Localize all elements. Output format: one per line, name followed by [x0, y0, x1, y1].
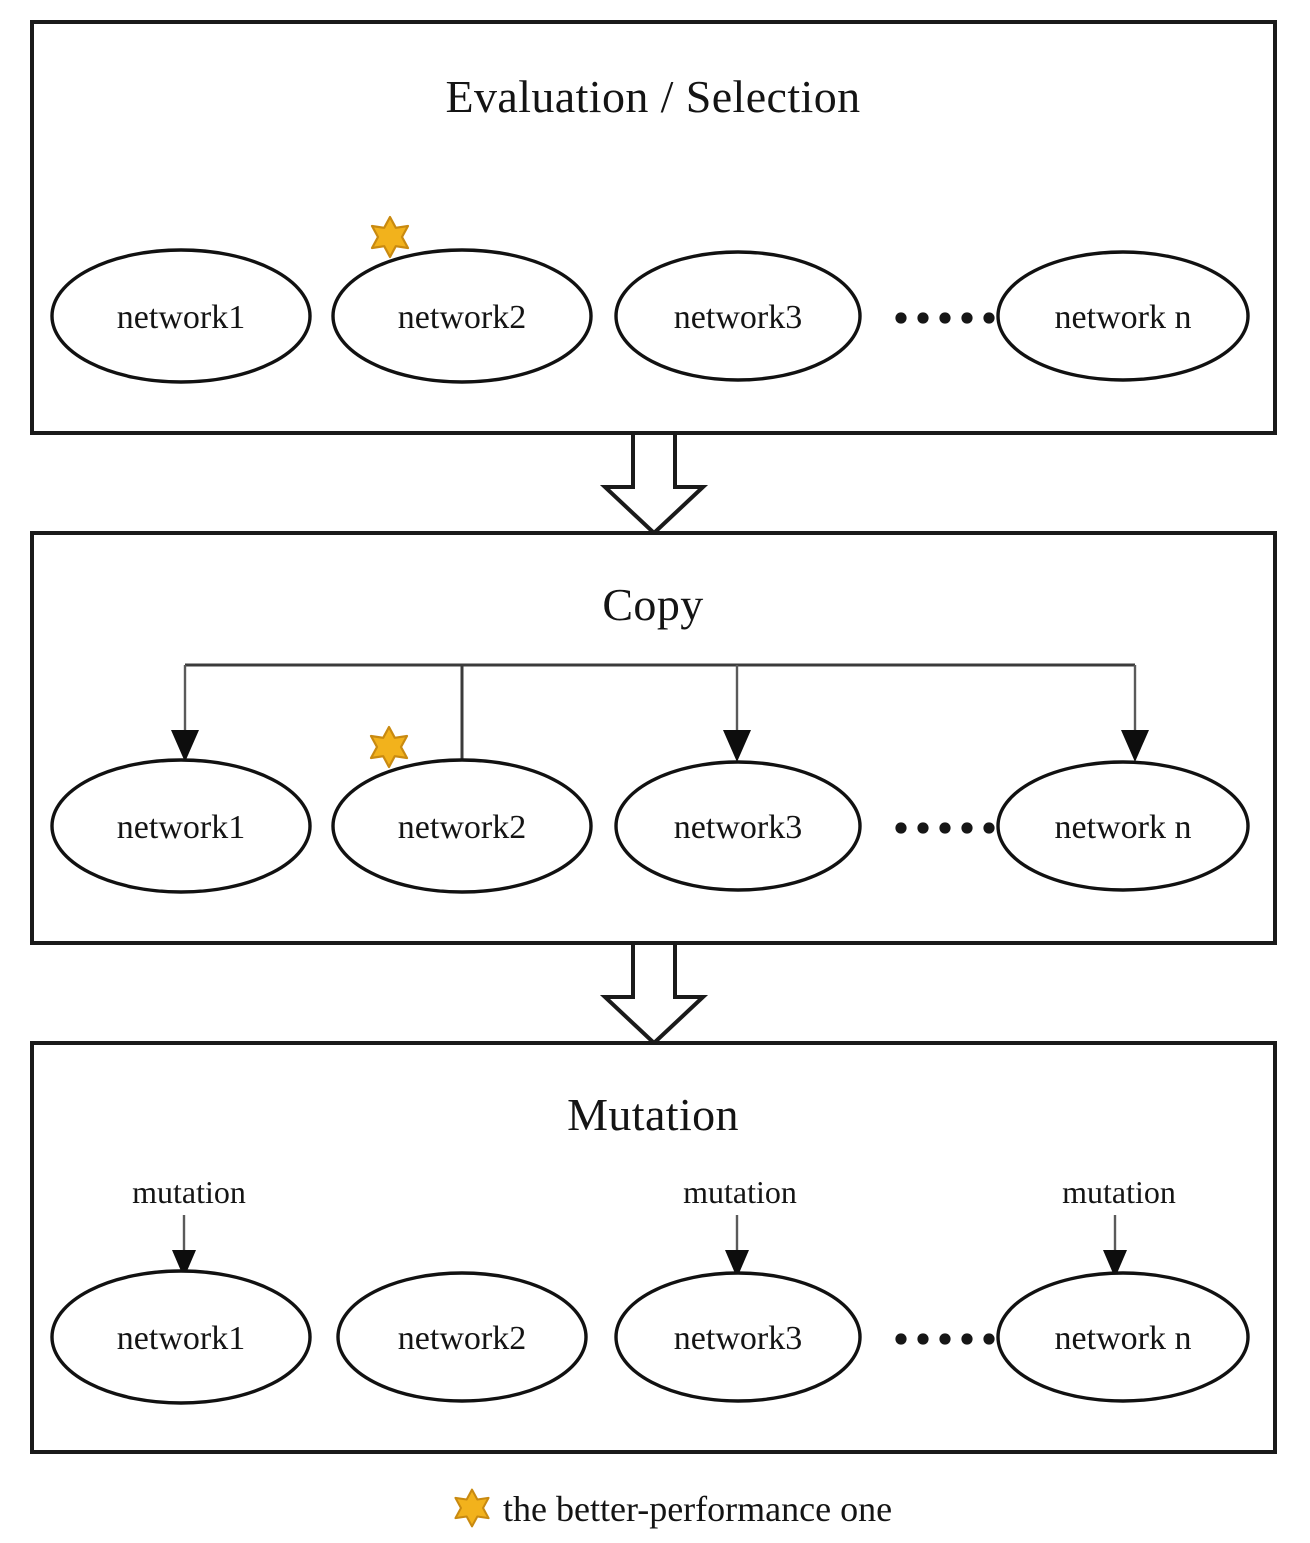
node-network-n-copy: network n — [996, 760, 1250, 892]
legend-label: the better-performance one — [503, 1489, 892, 1529]
node-ellipse — [50, 248, 312, 384]
ellipsis-mutation — [895, 1333, 995, 1345]
copy-connector-bus — [171, 663, 1149, 762]
arrow-copy-to-mutation — [599, 941, 709, 1046]
panel-copy: Copy network1 — [30, 531, 1277, 945]
node-network1-eval: network1 — [50, 248, 312, 384]
arrow-eval-to-copy — [599, 431, 709, 536]
panel-evaluation-selection: Evaluation / Selection network1 network2… — [30, 20, 1277, 435]
node-ellipse — [331, 758, 593, 894]
node-network3-mutation: network3 — [614, 1271, 862, 1403]
edge-label: mutation — [1062, 1174, 1176, 1210]
node-network3-copy: network3 — [614, 760, 862, 892]
star-icon — [454, 1488, 490, 1528]
node-network2-mutation: network2 — [336, 1271, 588, 1403]
node-ellipse — [331, 248, 593, 384]
node-network-n-mutation: network n — [996, 1271, 1250, 1403]
ellipsis-copy — [895, 822, 995, 834]
node-network1-copy: network1 — [50, 758, 312, 894]
node-label: network3 — [674, 809, 802, 846]
arrow-head-icon — [1121, 730, 1149, 762]
arrow-head-icon — [172, 1250, 196, 1278]
node-label: network1 — [117, 1320, 245, 1357]
node-label: network3 — [674, 1320, 802, 1357]
node-ellipse — [996, 760, 1250, 892]
panel-title-evaluation: Evaluation / Selection — [445, 71, 860, 122]
node-label: network2 — [398, 299, 526, 336]
node-ellipse — [336, 1271, 588, 1403]
node-ellipse — [50, 758, 312, 894]
node-label: network n — [1055, 299, 1192, 336]
node-label: network2 — [398, 809, 526, 846]
node-label: network n — [1055, 809, 1192, 846]
mutation-edge-network3: mutation — [683, 1174, 797, 1278]
legend: the better-performance one — [454, 1488, 892, 1529]
node-label: network n — [1055, 1320, 1192, 1357]
mutation-edge-network-n: mutation — [1062, 1174, 1176, 1278]
arrow-head-icon — [1103, 1250, 1127, 1278]
edge-label: mutation — [683, 1174, 797, 1210]
arrow-head-icon — [723, 730, 751, 762]
edge-label: mutation — [132, 1174, 246, 1210]
panel-title-mutation: Mutation — [567, 1089, 739, 1140]
node-label: network1 — [117, 299, 245, 336]
panel-mutation: Mutation mutation mutation mutation — [30, 1041, 1277, 1454]
node-label: network1 — [117, 809, 245, 846]
node-network-n-eval: network n — [996, 250, 1250, 382]
panel-title-copy: Copy — [602, 579, 703, 630]
node-label: network2 — [398, 1320, 526, 1357]
arrow-head-icon — [725, 1250, 749, 1278]
node-label: network3 — [674, 299, 802, 336]
node-network3-eval: network3 — [614, 250, 862, 382]
mutation-edge-network1: mutation — [132, 1174, 246, 1278]
hollow-down-arrow-icon — [599, 941, 709, 1046]
node-ellipse — [614, 250, 862, 382]
ellipsis-eval — [895, 312, 995, 324]
node-ellipse — [996, 250, 1250, 382]
arrow-head-icon — [171, 730, 199, 762]
node-network1-mutation: network1 — [50, 1269, 312, 1405]
node-ellipse — [614, 760, 862, 892]
node-ellipse — [614, 1271, 862, 1403]
node-network2-eval: network2 — [331, 215, 593, 384]
node-ellipse — [996, 1271, 1250, 1403]
node-ellipse — [50, 1269, 312, 1405]
hollow-down-arrow-icon — [599, 431, 709, 536]
node-network2-copy: network2 — [331, 725, 593, 894]
